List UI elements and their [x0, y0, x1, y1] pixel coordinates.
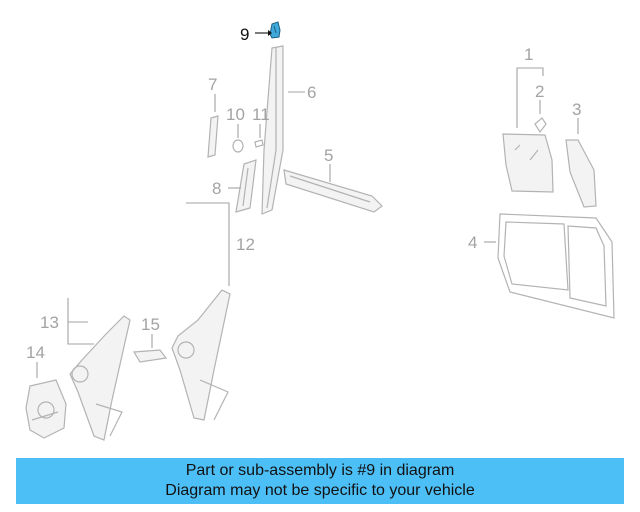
banner-line-2: Diagram may not be specific to your vehi…: [165, 482, 475, 499]
part-12-window-regulator[interactable]: [171, 289, 231, 421]
callout-5[interactable]: 5: [324, 146, 333, 165]
callout-13[interactable]: 13: [40, 313, 59, 332]
callout-14[interactable]: 14: [26, 343, 45, 362]
part-9-clip[interactable]: [269, 21, 281, 39]
part-4-window-frame[interactable]: [497, 213, 615, 319]
info-banner: Part or sub-assembly is #9 in diagram Di…: [16, 458, 624, 504]
part-6-pillar-trim[interactable]: [261, 45, 284, 215]
banner-line-1: Part or sub-assembly is #9 in diagram: [185, 462, 455, 479]
part-1-glass[interactable]: [502, 133, 554, 193]
part-13-regulator[interactable]: [69, 315, 131, 441]
part-10-grommet[interactable]: [232, 139, 244, 153]
part-14-window-motor[interactable]: [25, 379, 67, 439]
callout-11[interactable]: 11: [252, 105, 270, 124]
callout-7[interactable]: 7: [208, 75, 217, 94]
callout-12-leader: [186, 202, 230, 286]
callout-8[interactable]: 8: [212, 179, 221, 198]
callout-15[interactable]: 15: [141, 315, 160, 334]
callout-12[interactable]: 12: [236, 235, 255, 254]
callout-1[interactable]: 1: [524, 45, 533, 64]
part-7-molding[interactable]: [207, 115, 219, 158]
part-8-trim-panel[interactable]: [235, 159, 257, 213]
part-2-latch[interactable]: [534, 117, 547, 134]
callout-2[interactable]: 2: [535, 82, 544, 101]
callout-9-arrow: [268, 30, 272, 36]
callout-1-leader: [516, 67, 544, 128]
callout-6[interactable]: 6: [307, 83, 316, 102]
callout-4[interactable]: 4: [468, 233, 477, 252]
part-3-vent-glass[interactable]: [565, 139, 597, 208]
callout-10[interactable]: 10: [226, 105, 245, 124]
part-11-screw[interactable]: [254, 139, 264, 148]
callout-3[interactable]: 3: [572, 100, 581, 119]
part-5-sill-plate[interactable]: [283, 169, 383, 213]
part-15-bracket[interactable]: [132, 349, 168, 363]
callout-13-leader: [67, 298, 94, 345]
callout-9[interactable]: 9: [240, 25, 249, 44]
